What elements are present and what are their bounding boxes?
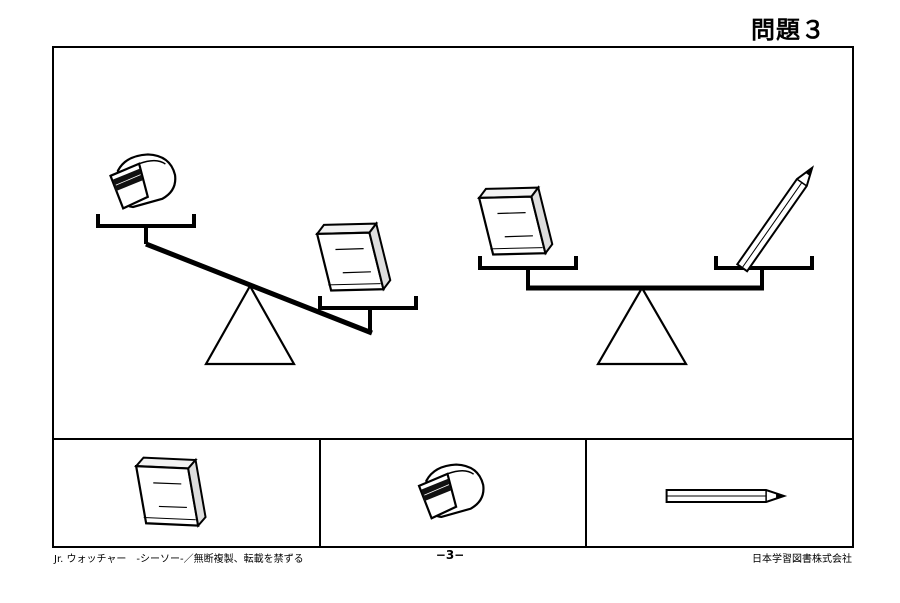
eraser-icon [417,463,485,520]
right-seesaw [476,163,819,366]
eraser-icon [107,149,180,211]
answer-row [54,438,852,548]
answer-cell-eraser[interactable] [318,440,586,548]
right-fulcrum [596,285,688,366]
left-high-tray [96,212,196,228]
pencil-icon [736,163,819,273]
answer-cell-pencil[interactable] [585,440,852,548]
right-left-tray [478,254,578,270]
footer-copyright: Jr. ウォッチャー -シーソー-／無断複製、転載を禁ずる [54,554,304,565]
answer-cell-book[interactable] [54,440,319,548]
left-low-tray [318,294,418,310]
left-beam [145,241,373,336]
left-seesaw [96,149,418,366]
problem-title: 問題３ [751,16,826,44]
seesaw-scene [54,48,852,438]
publisher-name: 日本学習図書株式会社 [752,554,852,565]
book-icon [476,179,555,263]
book-icon [134,456,207,528]
pencil-icon [665,489,788,503]
page-number: −3− [435,548,465,562]
problem-frame [52,46,854,548]
book-icon [314,215,393,299]
right-right-tray [714,254,814,270]
left-fulcrum [204,283,296,366]
